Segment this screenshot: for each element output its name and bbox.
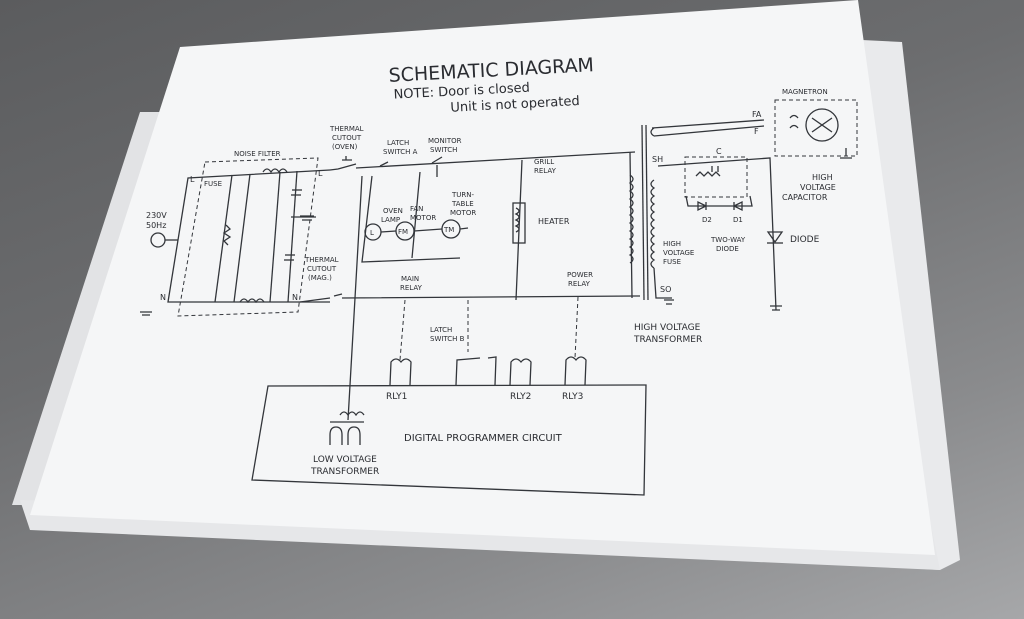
- fan-motor-label-2: MOTOR: [410, 214, 436, 222]
- rly1-coil: [389, 358, 412, 386]
- line-l-right-label: L: [318, 169, 323, 178]
- thermal-cutout-oven-switch: [329, 151, 636, 171]
- digital-programmer-circuit-label: DIGITAL PROGRAMMER CIRCUIT: [404, 433, 563, 444]
- monitor-switch: [431, 156, 443, 177]
- back-sheet-left: [12, 112, 165, 505]
- hv-fuse-label-1: HIGH: [663, 240, 681, 248]
- main-relay-label-2: RELAY: [400, 284, 423, 292]
- fuse-label: FUSE: [204, 180, 222, 188]
- diode-symbol: [766, 231, 784, 311]
- thermal-cutout-mag-label-2: CUTOUT: [307, 265, 337, 273]
- rly2-label: RLY2: [510, 392, 531, 402]
- supply-voltage-label: 230V: [146, 211, 167, 220]
- line-l-left-label: L: [190, 175, 195, 184]
- low-voltage-transformer-label-1: LOW VOLTAGE: [313, 455, 377, 465]
- latch-switch-a: [379, 161, 389, 167]
- rly1-label: RLY1: [386, 392, 407, 402]
- noise-filter-label: NOISE FILTER: [234, 150, 281, 158]
- sh-terminal-label: SH: [652, 155, 663, 164]
- fan-motor-symbol-letters: FM: [398, 228, 408, 236]
- hv-transformer-label-1: HIGH VOLTAGE: [634, 323, 701, 333]
- hv-capacitor-label-3: CAPACITOR: [782, 193, 828, 202]
- d1-label: D1: [733, 216, 743, 224]
- hv-transformer-label-2: TRANSFORMER: [633, 335, 702, 345]
- magnetron-box: [774, 99, 858, 157]
- ground-symbols: [140, 215, 674, 316]
- main-relay-label-1: MAIN: [401, 275, 419, 283]
- oven-lamp-label-2: LAMP: [381, 216, 400, 224]
- two-way-diode: [685, 195, 753, 212]
- rly2-coil: [509, 358, 532, 386]
- hv-capacitor-label-2: VOLTAGE: [800, 183, 836, 192]
- thermal-cutout-oven-label-3: (OVEN): [332, 143, 358, 151]
- rly3-label: RLY3: [562, 392, 583, 402]
- turntable-motor-symbol-letters: TM: [443, 226, 454, 234]
- supply-frequency-label: 50Hz: [146, 221, 166, 230]
- diagram-note-line-2: Unit is not operated: [450, 94, 580, 116]
- two-way-diode-label-1: TWO-WAY: [710, 236, 746, 244]
- rly3-coil: [564, 356, 587, 386]
- heater-label: HEATER: [538, 217, 570, 226]
- capacitor-c-label: C: [716, 147, 722, 156]
- digital-programmer-circuit-box: [251, 384, 647, 496]
- hv-fuse-label-3: FUSE: [663, 258, 681, 266]
- magnetron-symbol: [789, 108, 852, 159]
- noise-filter-box: [177, 157, 319, 317]
- thermal-cutout-oven-label-2: CUTOUT: [332, 134, 362, 142]
- thermal-cutout-oven-label-1: THERMAL: [329, 125, 364, 133]
- monitor-switch-label-1: MONITOR: [428, 137, 462, 145]
- oven-lamp-label-1: OVEN: [383, 207, 403, 215]
- noise-filter-components: [214, 168, 316, 304]
- latch-switch-b-contacts: [455, 356, 497, 386]
- latch-switch-b-label-2: SWITCH B: [430, 335, 465, 343]
- diagram-note-line-1: NOTE: Door is closed: [393, 81, 530, 103]
- hv-fuse-label-2: VOLTAGE: [663, 249, 694, 257]
- hv-capacitor-label-1: HIGH: [812, 173, 833, 182]
- schematic-sheet: [30, 0, 935, 555]
- power-relay-label-2: RELAY: [568, 280, 591, 288]
- oven-lamp-symbol-letter: L: [370, 229, 374, 237]
- turntable-motor-label-3: MOTOR: [450, 209, 476, 217]
- so-terminal-label: SO: [660, 285, 671, 294]
- diode-label: DIODE: [790, 235, 820, 245]
- heater-element: [512, 202, 526, 244]
- latch-switch-b-label-1: LATCH: [430, 326, 452, 334]
- grill-relay-label-2: RELAY: [534, 167, 557, 175]
- turntable-motor-label-2: TABLE: [451, 200, 474, 208]
- latch-switch-a-label-1: LATCH: [387, 139, 409, 147]
- high-voltage-transformer: [628, 119, 765, 301]
- thermal-cutout-mag-label-3: (MAG.): [308, 274, 332, 282]
- magnetron-label: MAGNETRON: [782, 88, 828, 96]
- thermal-cutout-mag-label-1: THERMAL: [304, 256, 339, 264]
- grill-relay-label-1: GRILL: [534, 158, 554, 166]
- fan-motor-label-1: FAN: [410, 205, 423, 213]
- power-relay-label-1: POWER: [567, 271, 593, 279]
- monitor-switch-label-2: SWITCH: [430, 146, 457, 154]
- thermal-cutout-mag-switch: [299, 293, 641, 303]
- latch-switch-a-label-2: SWITCH A: [383, 148, 418, 156]
- capacitor-box: [684, 156, 748, 198]
- two-way-diode-label-2: DIODE: [716, 245, 739, 253]
- line-n-left-label: N: [160, 293, 166, 302]
- mains-plug-symbol: [150, 232, 178, 248]
- low-voltage-transformer: [329, 411, 365, 445]
- fa-terminal-label: FA: [752, 110, 762, 119]
- f-terminal-label: F: [754, 127, 759, 136]
- d2-label: D2: [702, 216, 712, 224]
- low-voltage-transformer-label-2: TRANSFORMER: [310, 467, 379, 477]
- turntable-motor-label-1: TURN-: [451, 191, 474, 199]
- line-n-right-label: N: [292, 293, 298, 302]
